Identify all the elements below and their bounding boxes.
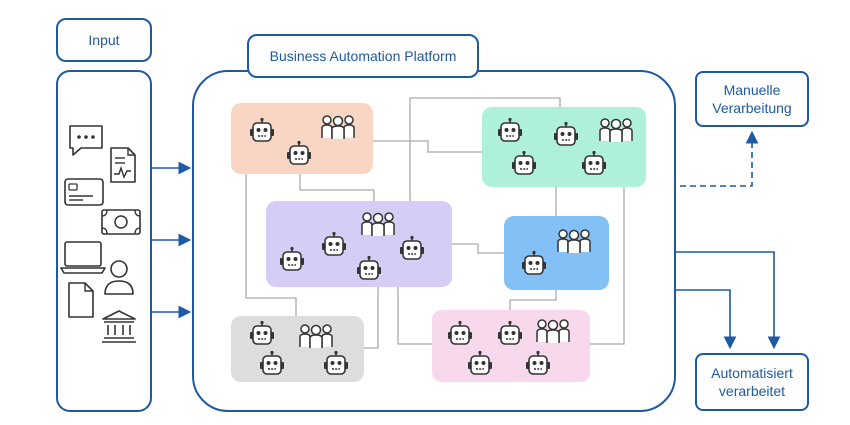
- manual-output-label: Manuelle Verarbeitung: [712, 82, 792, 116]
- robot-icon: [322, 350, 350, 383]
- automated-output-box: [695, 353, 809, 411]
- robot-icon: [248, 117, 276, 150]
- robot-icon: [320, 231, 348, 264]
- robot-icon: [552, 121, 580, 154]
- bank-icon: [102, 310, 136, 343]
- robot-icon: [355, 255, 383, 288]
- people-group-icon: [598, 116, 634, 149]
- robot-icon: [398, 235, 426, 268]
- user-icon: [104, 260, 134, 295]
- platform-title: Business Automation Platform: [269, 48, 457, 64]
- robot-icon: [258, 350, 286, 383]
- laptop-icon: [60, 241, 106, 274]
- robot-icon: [510, 150, 538, 183]
- people-group-icon: [298, 322, 334, 355]
- robot-icon: [285, 140, 313, 173]
- chat-icon: [69, 125, 103, 156]
- document-chart-icon: [110, 147, 136, 183]
- credit-card-icon: [64, 178, 104, 206]
- robot-icon: [466, 350, 494, 383]
- robot-icon: [248, 320, 276, 353]
- robot-icon: [524, 350, 552, 383]
- people-group-icon: [320, 113, 356, 146]
- robot-icon: [278, 246, 306, 279]
- banknote-icon: [101, 209, 141, 235]
- input-title-box: [56, 18, 152, 62]
- people-group-icon: [360, 210, 396, 243]
- people-group-icon: [535, 317, 571, 350]
- input-panel: [56, 70, 152, 412]
- platform-title-box: [247, 34, 479, 78]
- robot-icon: [496, 320, 524, 353]
- bot-cluster-blue: [504, 216, 609, 290]
- robot-icon: [446, 320, 474, 353]
- file-icon: [68, 282, 94, 318]
- automated-output-label: Automatisiert verarbeitet: [711, 365, 793, 399]
- robot-icon: [496, 117, 524, 150]
- robot-icon: [580, 150, 608, 183]
- robot-icon: [520, 250, 548, 283]
- manual-output-box: [695, 71, 809, 127]
- people-group-icon: [556, 227, 592, 260]
- input-title: Input: [88, 32, 120, 48]
